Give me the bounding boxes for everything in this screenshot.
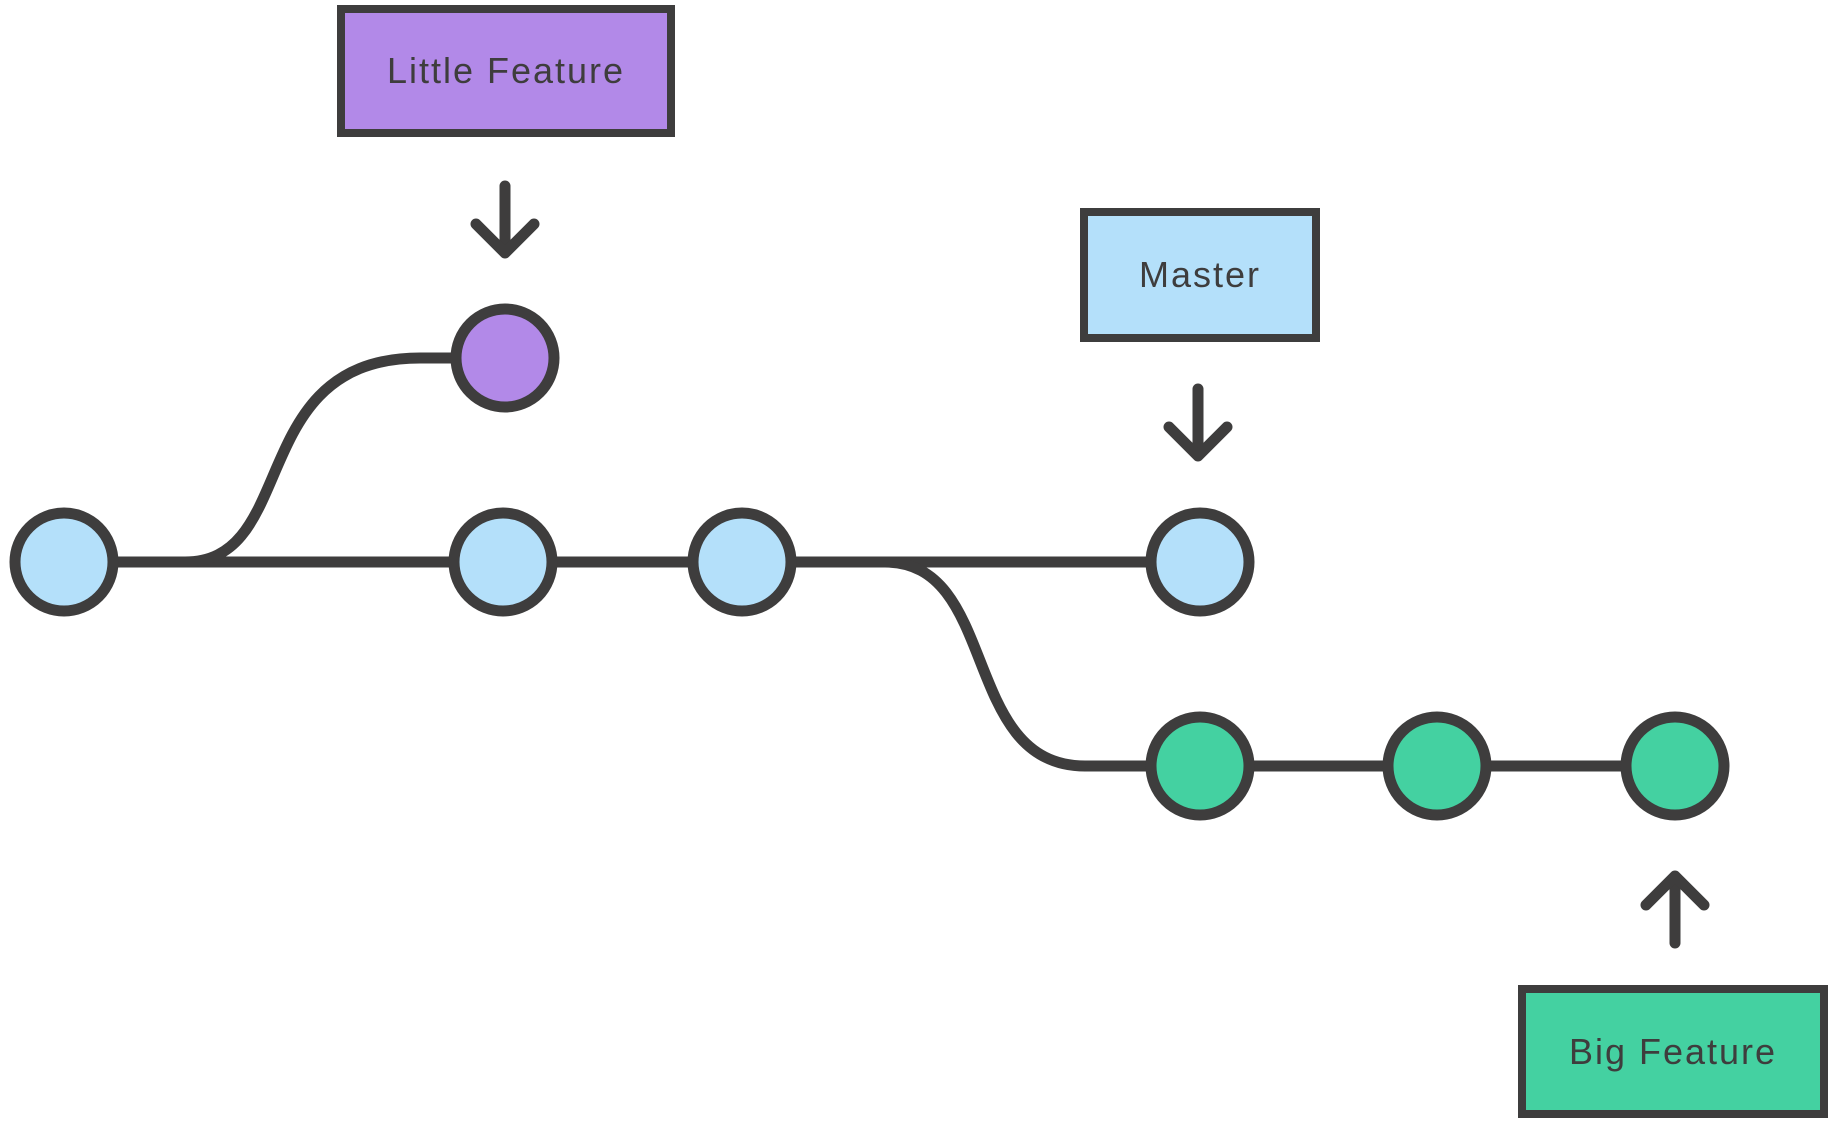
big-feature-commit-node	[1145, 711, 1255, 821]
master-commit-node	[687, 507, 797, 617]
master-label: Master	[1080, 208, 1320, 342]
master-commit-node	[1145, 507, 1255, 617]
big-feature-branch-line	[884, 556, 1675, 772]
little-feature-label-text: Little Feature	[386, 50, 626, 91]
big-feature-commit-node	[1620, 711, 1730, 821]
big-feature-commit-nodes	[1145, 711, 1730, 821]
master-commit-nodes	[9, 507, 1255, 617]
little-feature-commit-node	[450, 303, 560, 413]
little-feature-arrow-down-icon	[470, 180, 540, 259]
big-feature-commit-node	[1382, 711, 1492, 821]
little-feature-commit-nodes	[450, 303, 560, 413]
master-commit-node	[9, 507, 119, 617]
big-feature-label: Big Feature	[1518, 985, 1828, 1118]
little-feature-branch-line	[184, 352, 505, 568]
little-feature-label: Little Feature	[337, 5, 675, 137]
big-feature-label-text: Big Feature	[1568, 1030, 1778, 1072]
master-arrow-down-icon	[1163, 383, 1233, 462]
big-feature-arrow-up-icon	[1640, 870, 1710, 949]
master-commit-node	[448, 507, 558, 617]
master-label-text: Master	[1138, 254, 1262, 295]
